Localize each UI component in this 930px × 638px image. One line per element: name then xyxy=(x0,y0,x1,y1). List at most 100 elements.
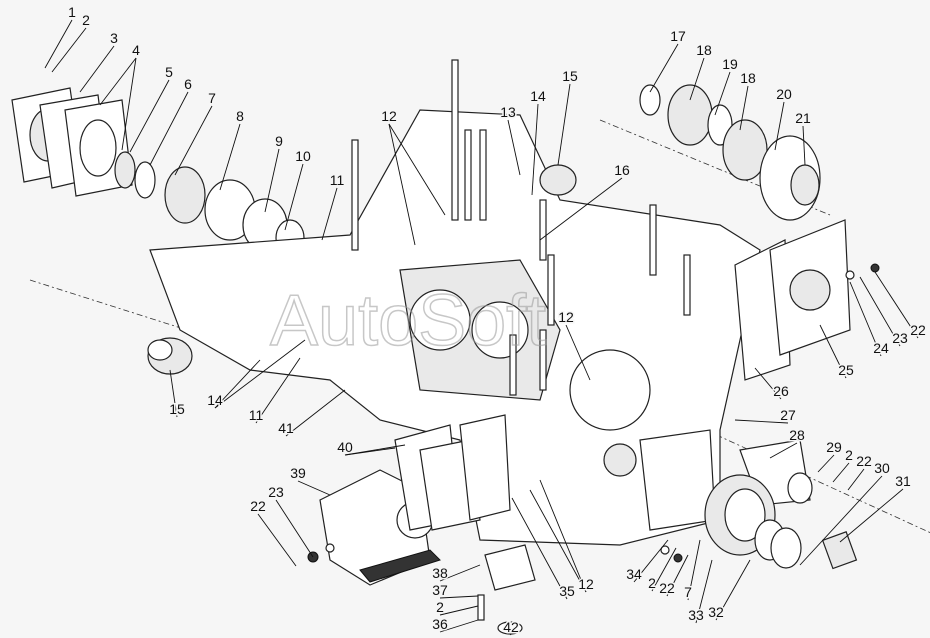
leader-line xyxy=(255,357,301,424)
callout-number: 9 xyxy=(275,133,283,149)
callout-number: 15 xyxy=(169,401,185,417)
callout-number: 29 xyxy=(826,439,842,455)
callout-number: 1 xyxy=(68,4,76,20)
callout-16: 16 xyxy=(539,161,631,241)
leader-line xyxy=(149,91,189,166)
leader-line xyxy=(219,123,241,191)
callout-number: 35 xyxy=(559,583,575,599)
gear-set xyxy=(639,84,821,221)
callout-2: 2 xyxy=(647,547,677,593)
callout-2: 2 xyxy=(435,598,479,617)
callout-39: 39 xyxy=(289,464,331,496)
callout-number: 7 xyxy=(208,90,216,106)
leader-line xyxy=(529,489,587,593)
leader-line xyxy=(859,276,901,347)
leader-line xyxy=(687,539,701,601)
callout-5: 5 xyxy=(129,63,175,153)
callout-23: 23 xyxy=(267,483,314,558)
callout-23: 23 xyxy=(859,276,909,348)
callout-number: 12 xyxy=(578,576,594,592)
callout-number: 21 xyxy=(795,110,811,126)
callout-number: 4 xyxy=(132,42,140,58)
callout-38: 38 xyxy=(431,564,481,583)
callout-number: 27 xyxy=(780,407,796,423)
leader-line xyxy=(531,103,539,196)
callout-34: 34 xyxy=(625,539,669,584)
callout-number: 36 xyxy=(432,616,448,632)
leader-line xyxy=(802,125,806,166)
callout-12: 12 xyxy=(380,107,446,246)
callout-12: 12 xyxy=(529,479,595,594)
callout-36: 36 xyxy=(431,615,479,634)
callout-number: 30 xyxy=(874,460,890,476)
callout-8: 8 xyxy=(219,107,246,191)
callout-41: 41 xyxy=(277,389,346,438)
leader-line xyxy=(714,71,731,116)
callout-21: 21 xyxy=(794,109,812,166)
callout-number: 22 xyxy=(856,453,872,469)
leader-line xyxy=(439,564,481,582)
callout-number: 2 xyxy=(845,447,853,463)
callout-22: 22 xyxy=(874,271,927,340)
leader-line xyxy=(715,559,751,621)
leader-line xyxy=(511,497,568,600)
leader-line xyxy=(651,547,677,592)
leader-line xyxy=(817,454,835,473)
leader-line xyxy=(769,442,798,459)
leader-line xyxy=(539,177,623,241)
leader-line xyxy=(557,83,571,166)
callout-19: 19 xyxy=(714,55,739,116)
leader-line xyxy=(734,419,789,424)
leader-line xyxy=(388,123,416,246)
leader-line xyxy=(44,19,73,69)
callout-11: 11 xyxy=(247,357,301,425)
callout-number: 11 xyxy=(249,407,264,423)
leader-line xyxy=(169,369,178,418)
callout-17: 17 xyxy=(649,27,687,93)
callout-37: 37 xyxy=(431,581,479,600)
callout-number: 40 xyxy=(337,439,353,455)
callout-7: 7 xyxy=(683,539,701,602)
callout-number: 19 xyxy=(722,56,738,72)
leader-line xyxy=(507,119,521,176)
watermark: AutoSoft xyxy=(270,281,546,361)
callout-15: 15 xyxy=(168,369,186,419)
callout-number: 22 xyxy=(910,322,926,338)
leader-line xyxy=(129,79,170,153)
callout-number: 39 xyxy=(290,465,306,481)
callout-number: 3 xyxy=(110,30,118,46)
callout-number: 37 xyxy=(432,582,448,598)
callout-number: 7 xyxy=(684,584,692,600)
oil-pump xyxy=(307,414,683,635)
leader-line xyxy=(284,163,304,231)
leader-line xyxy=(839,488,904,543)
callout-11: 11 xyxy=(321,171,346,241)
callout-20: 20 xyxy=(774,85,793,151)
leader-line xyxy=(874,271,919,339)
leader-line xyxy=(565,324,591,381)
callout-number: 20 xyxy=(776,86,792,102)
callout-42: 42 xyxy=(502,618,521,637)
studs xyxy=(351,59,691,396)
leader-line xyxy=(79,45,115,93)
callout-number: 15 xyxy=(562,68,578,84)
side-cover xyxy=(734,219,880,381)
leader-line xyxy=(51,27,87,73)
callout-2: 2 xyxy=(51,11,92,73)
callout-number: 2 xyxy=(648,575,656,591)
callout-number: 33 xyxy=(688,607,704,623)
callout-number: 41 xyxy=(278,420,294,436)
callout-number: 12 xyxy=(558,309,574,325)
axis-line xyxy=(639,399,930,534)
callout-26: 26 xyxy=(754,367,790,401)
leader-line xyxy=(754,367,782,400)
bushing xyxy=(147,164,577,375)
callout-number: 12 xyxy=(381,108,397,124)
leader-line xyxy=(388,123,446,216)
leader-line xyxy=(264,148,280,213)
callout-number: 22 xyxy=(250,498,266,514)
callout-14: 14 xyxy=(206,339,306,410)
callout-number: 24 xyxy=(873,340,889,356)
callout-number: 2 xyxy=(436,599,444,615)
